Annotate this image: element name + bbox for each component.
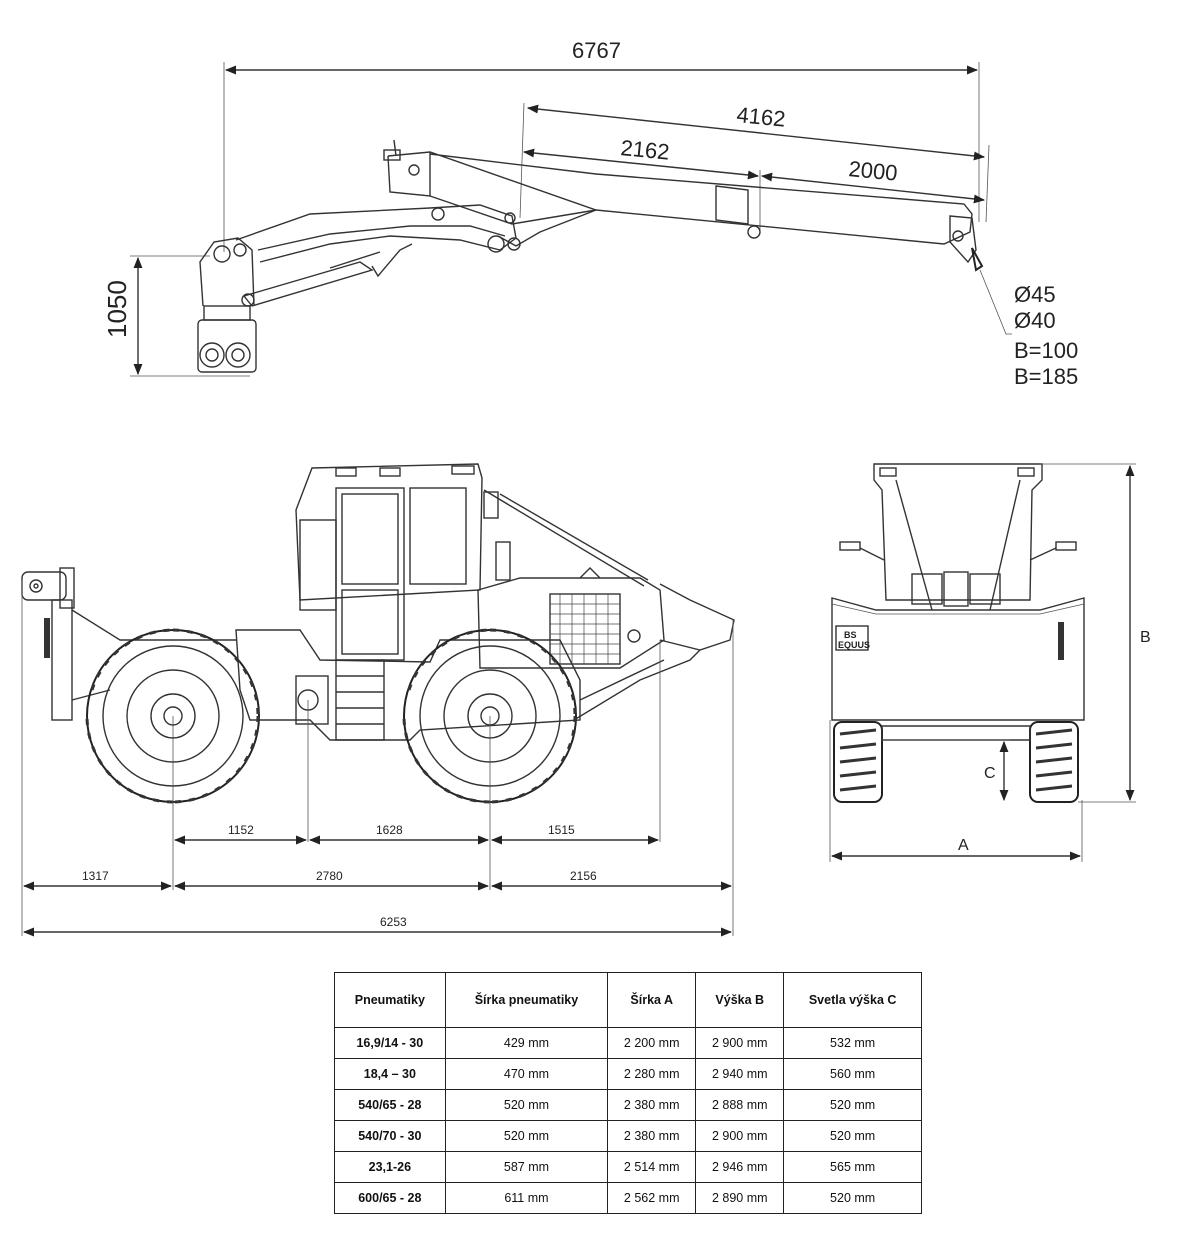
- dim-2780: 2780: [316, 869, 343, 883]
- cell-clearance-c: 520 mm: [783, 1182, 922, 1214]
- header-sirka-pneumatiky: Šírka pneumatiky: [444, 972, 609, 1028]
- table-header-row: Pneumatiky Šírka pneumatiky Šírka A Výšk…: [334, 972, 922, 1028]
- cell-clearance-c: 560 mm: [783, 1058, 922, 1090]
- note-diameter-40: Ø40: [1014, 308, 1056, 333]
- cell-tyre-width: 611 mm: [444, 1182, 609, 1214]
- table-row: 600/65 - 28 611 mm 2 562 mm 2 890 mm 520…: [334, 1182, 922, 1214]
- cell-height-b: 2 888 mm: [695, 1089, 785, 1121]
- right-tyre: [1029, 721, 1079, 803]
- cell-tyre: 23,1-26: [334, 1151, 446, 1183]
- note-b100: B=100: [1014, 338, 1078, 363]
- cell-tyre-width: 520 mm: [444, 1120, 609, 1152]
- table-row: 540/65 - 28 520 mm 2 380 mm 2 888 mm 520…: [334, 1089, 922, 1121]
- crane-drawing: 6767 4162 2162 2000 1050: [102, 38, 1078, 389]
- cell-tyre: 16,9/14 - 30: [334, 1027, 446, 1059]
- cell-clearance-c: 520 mm: [783, 1089, 922, 1121]
- dim-1515: 1515: [548, 823, 575, 837]
- cell-height-b: 2 890 mm: [695, 1182, 785, 1214]
- cell-tyre-width: 587 mm: [444, 1151, 609, 1183]
- plate-line2: EQUUS: [838, 640, 870, 650]
- cell-height-b: 2 940 mm: [695, 1058, 785, 1090]
- dim-6253: 6253: [380, 915, 407, 929]
- dim-1628: 1628: [376, 823, 403, 837]
- table-row: 540/70 - 30 520 mm 2 380 mm 2 900 mm 520…: [334, 1120, 922, 1152]
- cell-tyre: 540/65 - 28: [334, 1089, 446, 1121]
- cell-height-b: 2 900 mm: [695, 1027, 785, 1059]
- dim-1152: 1152: [228, 823, 254, 837]
- note-diameter-45: Ø45: [1014, 282, 1056, 307]
- cell-clearance-c: 520 mm: [783, 1120, 922, 1152]
- cell-tyre-width: 520 mm: [444, 1089, 609, 1121]
- tire-spec-table: Pneumatiky Šírka pneumatiky Šírka A Výšk…: [334, 972, 922, 1214]
- cell-tyre: 18,4 – 30: [334, 1058, 446, 1090]
- dim-height: 1050: [102, 280, 132, 338]
- label-c: C: [984, 765, 996, 782]
- header-pneumatiky: Pneumatiky: [334, 972, 446, 1028]
- label-b: B: [1140, 629, 1151, 646]
- side-view-drawing: 1152 1628 1515 1317 2780 2156 6253: [21, 463, 735, 937]
- dim-1317: 1317: [82, 869, 109, 883]
- dim-inner: 2162: [620, 135, 671, 165]
- header-svetla-vyska-c: Svetla výška C: [783, 972, 922, 1028]
- dim-line-extension: [526, 104, 986, 161]
- left-tyre: [833, 721, 883, 803]
- dim-line-inner: [522, 148, 760, 180]
- plate: [835, 625, 869, 651]
- dim-extension: 4162: [736, 102, 787, 132]
- dim-line-outer: [760, 172, 986, 204]
- cell-clearance-c: 532 mm: [783, 1027, 922, 1059]
- cell-width-a: 2 380 mm: [607, 1120, 697, 1152]
- table-row: 18,4 – 30 470 mm 2 280 mm 2 940 mm 560 m…: [334, 1058, 922, 1090]
- label-a: A: [958, 837, 969, 854]
- dim-total: 6767: [572, 38, 621, 63]
- dim-2156: 2156: [570, 869, 597, 883]
- cell-width-a: 2 380 mm: [607, 1089, 697, 1121]
- table-row: 16,9/14 - 30 429 mm 2 200 mm 2 900 mm 53…: [334, 1027, 922, 1059]
- technical-drawing: 6767 4162 2162 2000 1050: [21, 38, 1151, 937]
- header-sirka-a: Šírka A: [607, 972, 697, 1028]
- header-vyska-b: Výška B: [695, 972, 785, 1028]
- cell-width-a: 2 562 mm: [607, 1182, 697, 1214]
- cell-height-b: 2 900 mm: [695, 1120, 785, 1152]
- cell-tyre: 600/65 - 28: [334, 1182, 446, 1214]
- front-view-drawing: BS EQUUS B C A: [829, 463, 1151, 862]
- cell-width-a: 2 280 mm: [607, 1058, 697, 1090]
- plate-line1: BS: [844, 630, 857, 640]
- table-row: 23,1-26 587 mm 2 514 mm 2 946 mm 565 mm: [334, 1151, 922, 1183]
- cell-width-a: 2 514 mm: [607, 1151, 697, 1183]
- cell-tyre-width: 470 mm: [444, 1058, 609, 1090]
- cell-clearance-c: 565 mm: [783, 1151, 922, 1183]
- cell-height-b: 2 946 mm: [695, 1151, 785, 1183]
- dim-outer: 2000: [848, 156, 899, 186]
- cell-tyre-width: 429 mm: [444, 1027, 609, 1059]
- cell-width-a: 2 200 mm: [607, 1027, 697, 1059]
- cell-tyre: 540/70 - 30: [334, 1120, 446, 1152]
- note-b185: B=185: [1014, 364, 1078, 389]
